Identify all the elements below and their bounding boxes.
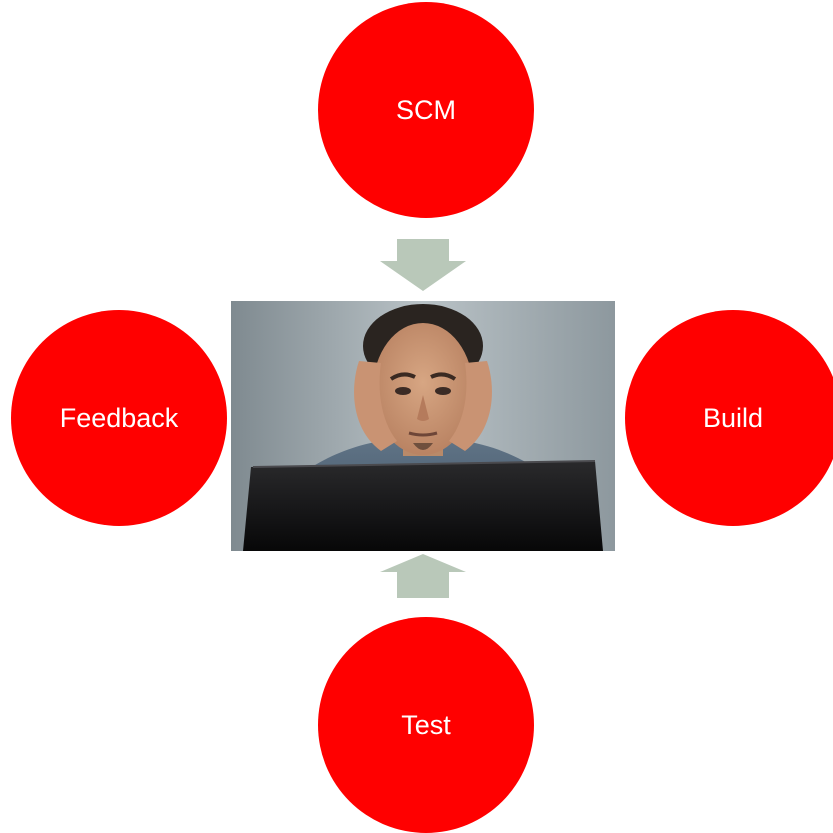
node-build-label: Build xyxy=(702,402,764,433)
node-scm-label: SCM xyxy=(396,94,456,125)
node-test: Test xyxy=(318,617,534,833)
node-scm: SCM xyxy=(318,2,534,218)
frustrated-man-photo xyxy=(231,301,615,551)
arrow-down-icon xyxy=(380,239,466,291)
node-feedback: Feedback xyxy=(11,310,227,526)
node-build: Build xyxy=(625,310,833,526)
node-test-label: Test xyxy=(401,709,451,740)
node-feedback-label: Feedback xyxy=(59,402,179,433)
arrow-up-icon xyxy=(380,554,466,598)
